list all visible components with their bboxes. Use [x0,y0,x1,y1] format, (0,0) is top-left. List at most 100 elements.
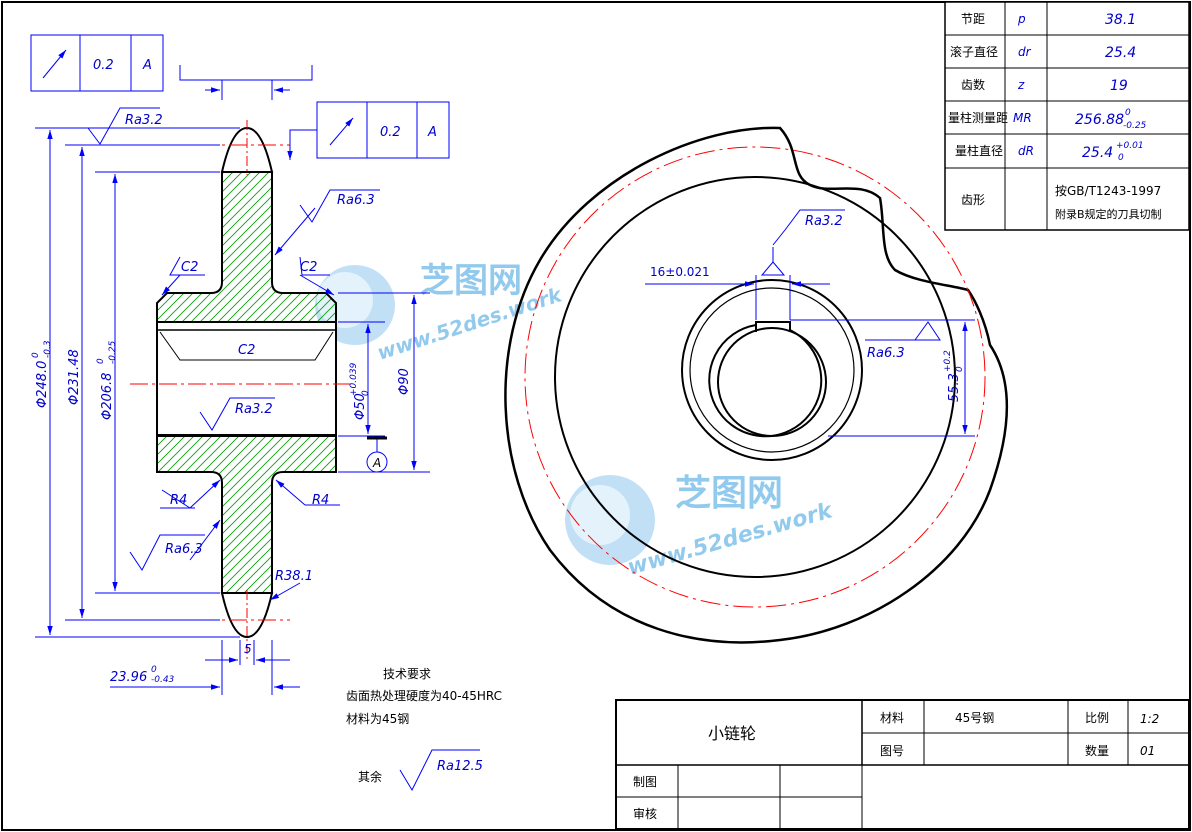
svg-text:材料为45钢: 材料为45钢 [346,712,409,726]
pitch-circle [524,146,986,608]
svg-text:256.88: 256.88 [1075,112,1124,128]
hub-circle [681,279,863,461]
tolerance-frame-2: 0.2 A [316,101,450,159]
svg-text:0: 0 [151,665,157,675]
svg-text:dr: dr [1018,45,1032,59]
svg-text:0.2: 0.2 [380,125,401,140]
watermark-bottom: 芝图网 www.52des.work [565,473,836,581]
ra-key: Ra3.2 [805,214,843,229]
dim-width: 23.96 0 -0.43 [110,665,175,685]
ra-top: Ra3.2 [125,113,163,128]
svg-text:38.1: 38.1 [1105,12,1136,28]
svg-text:+0.039: +0.039 [349,362,359,396]
svg-text:制图: 制图 [633,775,657,789]
r38: R38.1 [275,569,313,584]
param-name: 滚子直径 [950,44,998,59]
dim-bore: Φ50 +0.039 0 [349,362,371,420]
title-block-text: 小链轮 材料 45号钢 比例 1:2 图号 数量 01 制图 审核 [633,711,1159,821]
svg-text:A: A [142,58,152,73]
r4-left: R4 [170,493,187,508]
svg-text:材料: 材料 [880,711,904,725]
svg-text:01: 01 [1140,744,1155,758]
svg-text:55.3: 55.3 [947,373,962,402]
svg-text:Φ231.48: Φ231.48 [67,349,82,405]
param-name: 节距 [961,12,985,26]
ra-bore: Ra3.2 [235,402,273,417]
front-dimensions [645,209,975,437]
svg-text:+0.01: +0.01 [1116,141,1144,151]
svg-text:按GB/T1243-1997: 按GB/T1243-1997 [1055,184,1161,198]
svg-text:数量: 数量 [1085,743,1109,758]
r4-right: R4 [312,493,329,508]
svg-text:图号: 图号 [880,744,904,758]
tolerance-frame-1: 0.2 A [30,34,164,92]
svg-text:45号钢: 45号钢 [955,711,994,725]
svg-text:z: z [1017,78,1025,92]
svg-text:0: 0 [96,358,106,364]
ra-web-low: Ra6.3 [165,542,203,557]
svg-text:23.96: 23.96 [110,670,147,685]
svg-text:p: p [1017,12,1026,26]
svg-text:25.4: 25.4 [1105,45,1136,61]
svg-text:19: 19 [1110,78,1128,94]
watermark-top: 芝图网 www.52des.work [315,261,566,365]
datum-a: A [372,456,381,470]
parameter-table-text: 节距 p 38.1 滚子直径 dr 25.4 齿数 z 19 量柱测量距 MR … [948,12,1162,221]
front-labels: 16±0.021 Ra3.2 Ra6.3 55.3 +0.2 0 [650,214,965,402]
watermark-cn: 芝图网 [675,473,783,514]
svg-text:+0.2: +0.2 [943,350,953,372]
title-block [615,699,1190,830]
svg-text:-0.3: -0.3 [43,340,53,358]
c2-left: C2 [181,260,198,275]
front-view [504,126,1009,644]
svg-text:25.4: 25.4 [1082,145,1113,161]
ra-web: Ra6.3 [337,193,375,208]
part-name: 小链轮 [708,724,756,743]
svg-text:其余: 其余 [358,769,382,784]
svg-text:附录B规定的刀具切制: 附录B规定的刀具切制 [1055,207,1162,221]
svg-text:-0.25: -0.25 [108,340,118,364]
svg-text:Φ248.0: Φ248.0 [35,361,50,408]
dim-depth: 55.3 +0.2 0 [943,350,965,402]
svg-text:Φ206.8: Φ206.8 [100,373,115,420]
dim-five: 5 [244,642,252,656]
section-view [130,120,355,660]
svg-text:MR: MR [1013,111,1032,125]
dim-root: Φ206.8 0 -0.25 [96,340,118,420]
svg-text:-0.25: -0.25 [1123,121,1147,131]
param-name: 齿数 [961,77,985,92]
svg-text:0.2: 0.2 [93,58,114,73]
root-circle [554,176,956,578]
param-name: 齿形 [961,193,985,207]
svg-text:-0.43: -0.43 [151,675,175,685]
svg-text:dR: dR [1018,144,1034,158]
svg-text:Φ50: Φ50 [353,393,368,420]
watermark-cn: 芝图网 [420,261,522,301]
svg-text:0: 0 [31,352,41,358]
svg-text:1:2: 1:2 [1140,712,1159,726]
ra-keybot: Ra6.3 [867,346,905,361]
c2-bore: C2 [238,343,255,358]
svg-text:审核: 审核 [633,806,657,821]
svg-text:0: 0 [955,366,965,372]
svg-text:齿面热处理硬度为40-45HRC: 齿面热处理硬度为40-45HRC [346,688,502,703]
svg-text:比例: 比例 [1085,711,1109,725]
bore [156,321,337,437]
section-labels: Ra3.2 Ra6.3 Ra3.2 Ra6.3 C2 C2 C2 R4 R4 R… [31,113,412,685]
dim-pitch: Φ231.48 [67,349,82,405]
svg-text:Ra12.5: Ra12.5 [437,759,483,774]
tech-notes: 技术要求 齿面热处理硬度为40-45HRC 材料为45钢 其余 Ra12.5 [346,667,502,792]
svg-text:0: 0 [1118,153,1124,163]
dim-hub: Φ90 [397,368,412,395]
svg-text:0: 0 [1125,108,1131,118]
svg-text:0: 0 [361,390,371,396]
svg-text:Φ90: Φ90 [397,368,412,395]
parameter-table [944,1,1190,231]
c2-right: C2 [300,260,317,275]
sprocket-outline [504,126,1009,644]
dim-outer: Φ248.0 0 -0.3 [31,340,53,408]
dim-keyway: 16±0.021 [650,265,710,279]
section-dimensions [35,65,430,695]
